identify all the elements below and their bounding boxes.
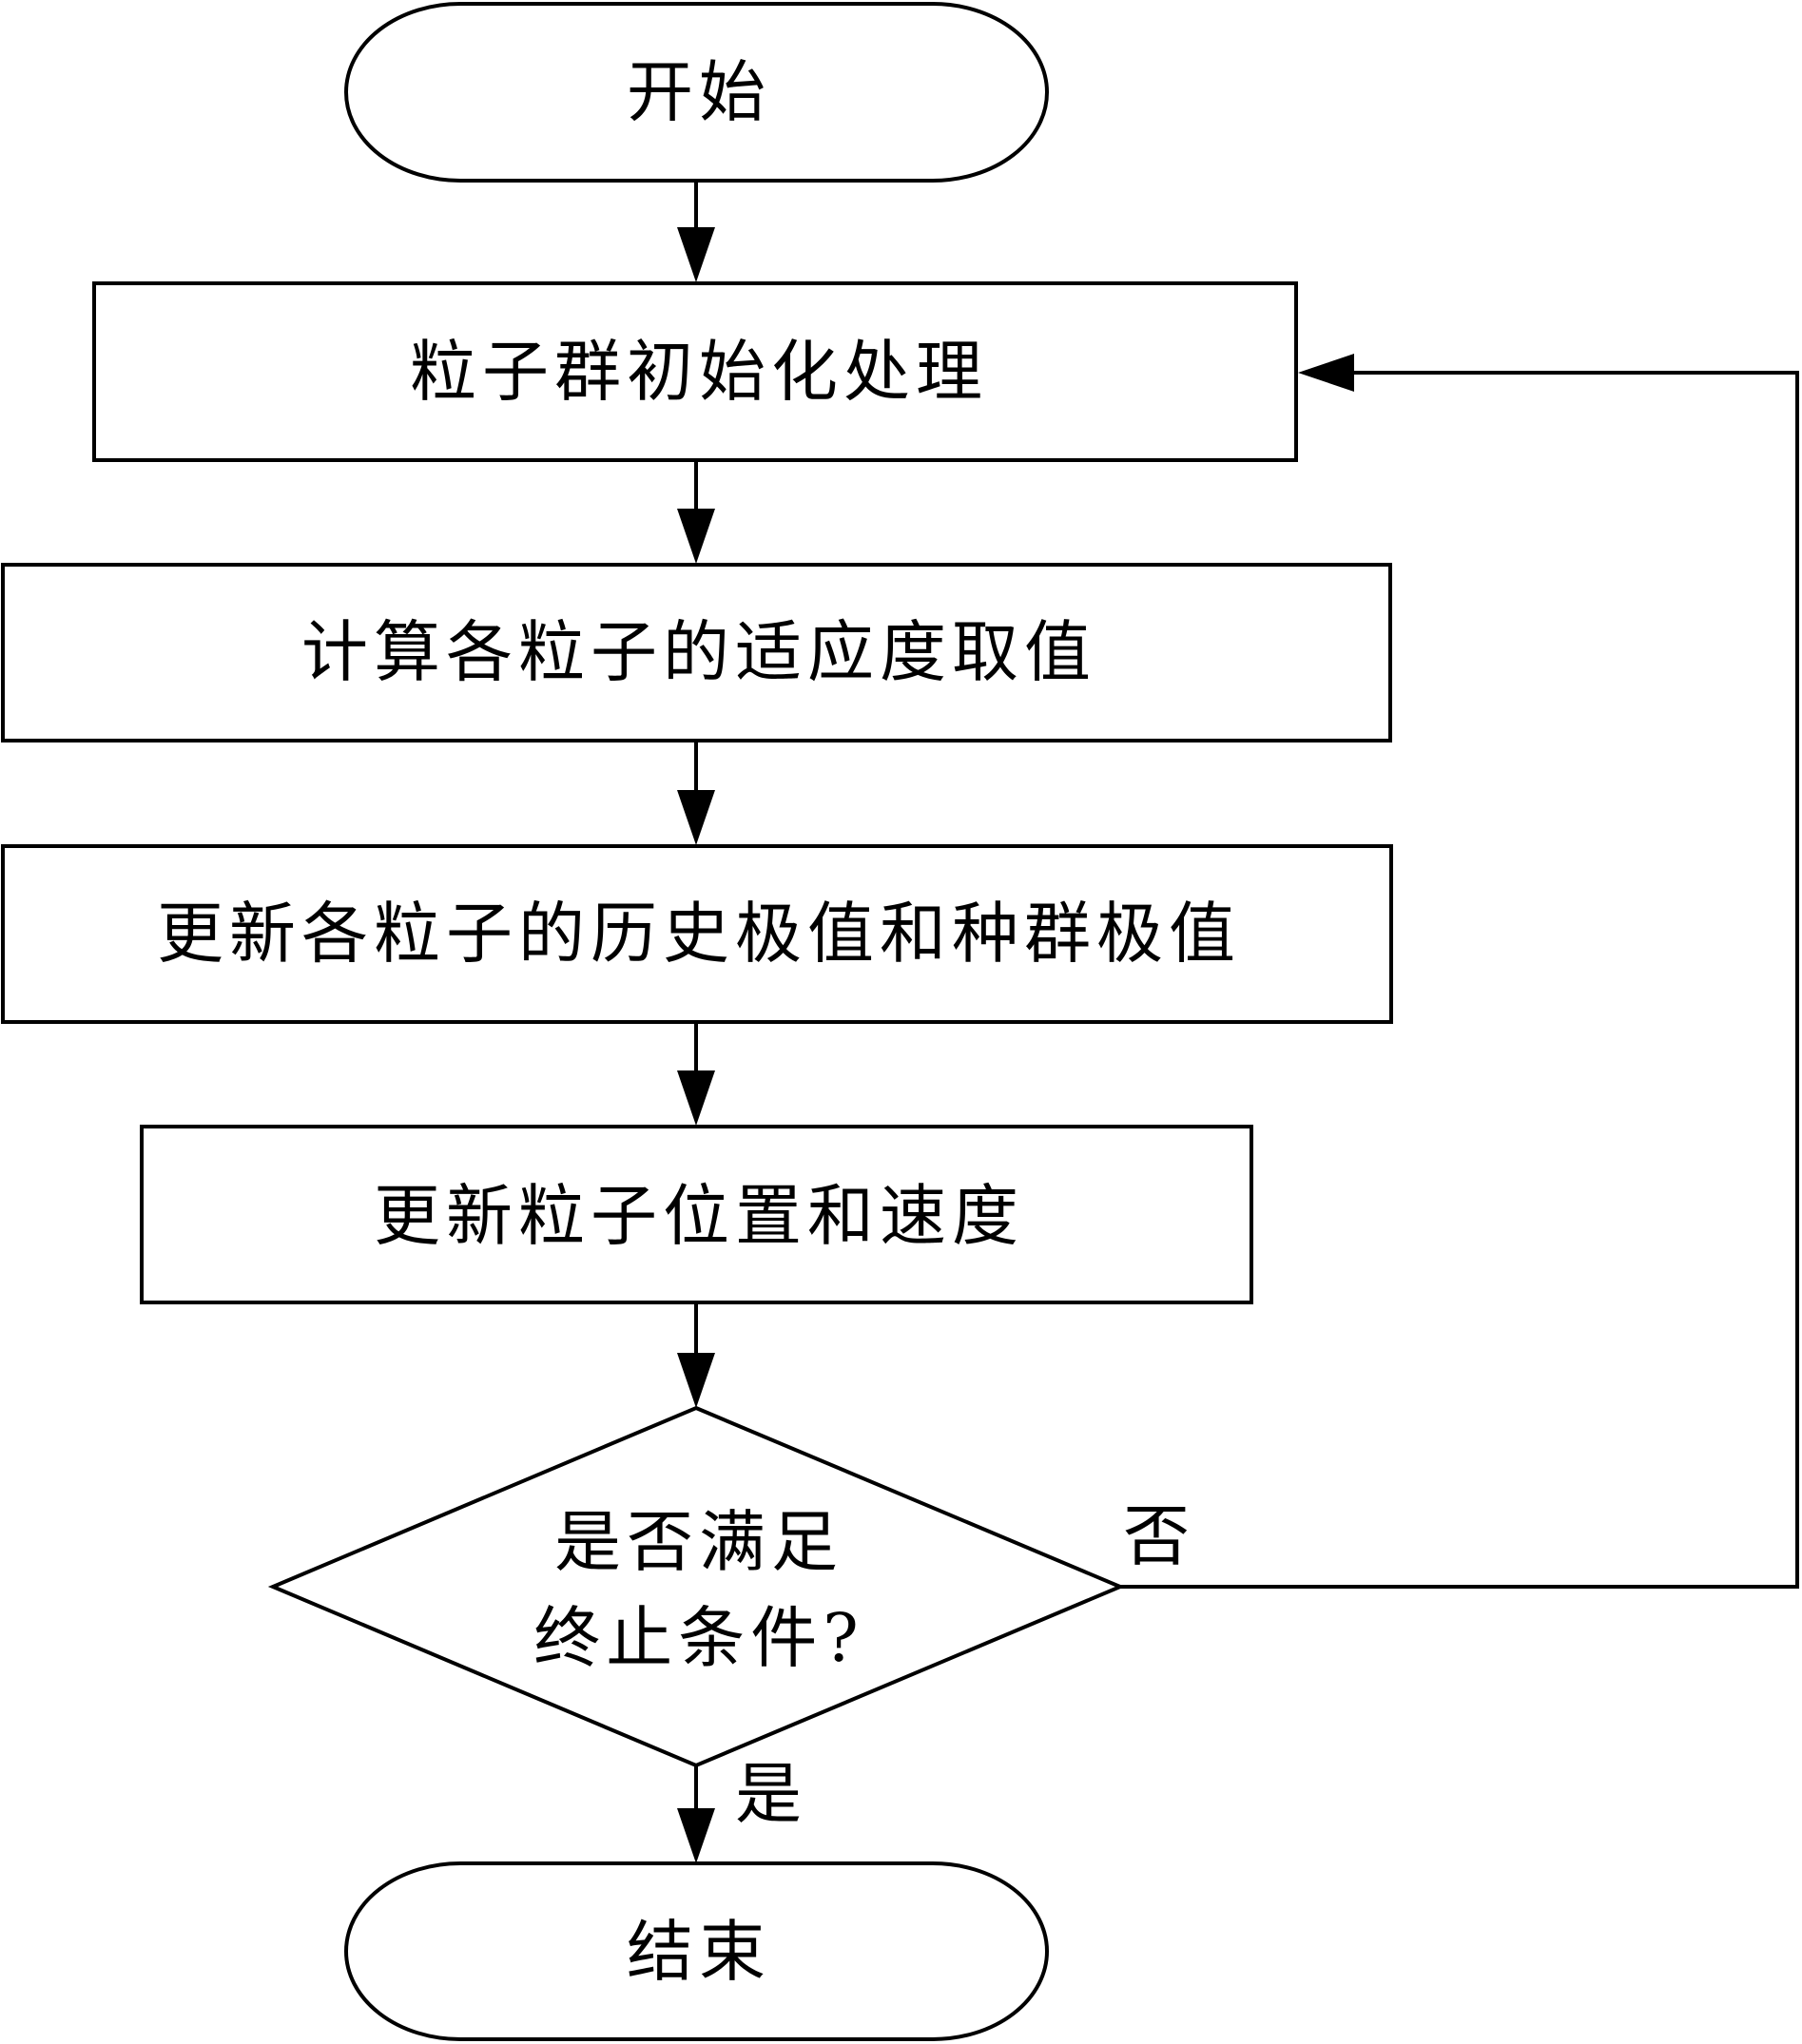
arrow-start-to-init [677,181,715,282]
decision-termination: 是否满足 终止条件? [267,1405,1126,1768]
end-terminator-shape [344,1861,1049,2041]
start-label: 开始 [627,53,771,131]
arrowhead-down-icon [677,227,715,282]
decision-diamond [267,1405,1126,1768]
process-box-1 [92,281,1298,462]
end-label: 结束 [627,1913,771,1991]
arrowhead-down-icon [677,509,715,564]
arrowhead-down-icon [677,790,715,845]
arrowhead-down-icon [677,1070,715,1126]
arrow-move-to-decision [677,1302,715,1408]
arrowhead-down-icon [677,1353,715,1408]
yes-branch: 是 [677,1755,807,1863]
arrowhead-down-icon [677,1808,715,1863]
step-2-label: 计算各粒子的适应度取值 [301,613,1096,691]
step-compute-fitness: 计算各粒子的适应度取值 [1,563,1392,742]
no-branch-loop: 否 [1120,354,1799,1589]
yes-branch-label: 是 [735,1755,807,1833]
step-3-label: 更新各粒子的历史极值和种群极值 [157,895,1241,973]
arrow-init-to-fitness [677,460,715,564]
process-box-3 [1,844,1393,1024]
start-node: 开始 [344,1,1049,183]
step-update-position-velocity: 更新粒子位置和速度 [140,1125,1253,1304]
end-node: 结束 [344,1861,1049,2041]
step-update-best: 更新各粒子的历史极值和种群极值 [1,844,1393,1024]
step-1-label: 粒子群初始化处理 [410,333,988,411]
decision-label-line2: 终止条件? [533,1599,864,1677]
decision-label-line1: 是否满足 [554,1503,843,1581]
no-branch-label: 否 [1123,1497,1195,1575]
step-4-label: 更新粒子位置和速度 [374,1177,1024,1255]
start-terminator-shape [344,1,1049,183]
arrow-fitness-to-update-best [677,741,715,845]
step-init-particles: 粒子群初始化处理 [92,281,1298,462]
feedback-connector [1120,371,1799,1589]
arrowhead-left-icon [1298,354,1354,392]
arrow-update-best-to-move [677,1022,715,1126]
process-box-2 [1,563,1392,742]
process-box-4 [140,1125,1253,1304]
